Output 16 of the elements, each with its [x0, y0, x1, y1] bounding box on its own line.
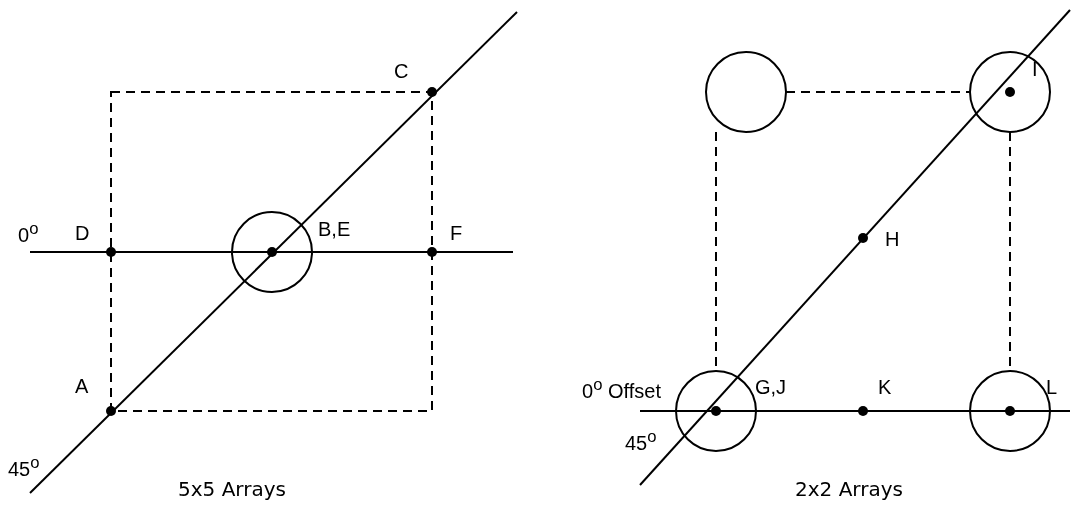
angle-label: 0$^{o}$ Offset — [582, 374, 661, 402]
point-label: B,E — [318, 218, 351, 240]
point-label: G,J — [755, 376, 787, 398]
caption: 2x2 Arrays — [795, 478, 903, 500]
angle-label: 0$^{o}$ — [18, 218, 39, 246]
point-label: I — [1032, 58, 1038, 80]
point-label: F — [450, 222, 463, 244]
point-label: A — [75, 375, 89, 397]
point-label: K — [878, 376, 892, 398]
point-label: C — [394, 60, 409, 82]
point-label: D — [75, 222, 90, 244]
angle-label: 45$^{o}$ — [625, 426, 657, 454]
point-label: L — [1046, 376, 1058, 398]
caption: 5x5 Arrays — [178, 478, 286, 500]
point-label: H — [885, 228, 900, 250]
angle-label: 45$^{o}$ — [8, 452, 40, 480]
